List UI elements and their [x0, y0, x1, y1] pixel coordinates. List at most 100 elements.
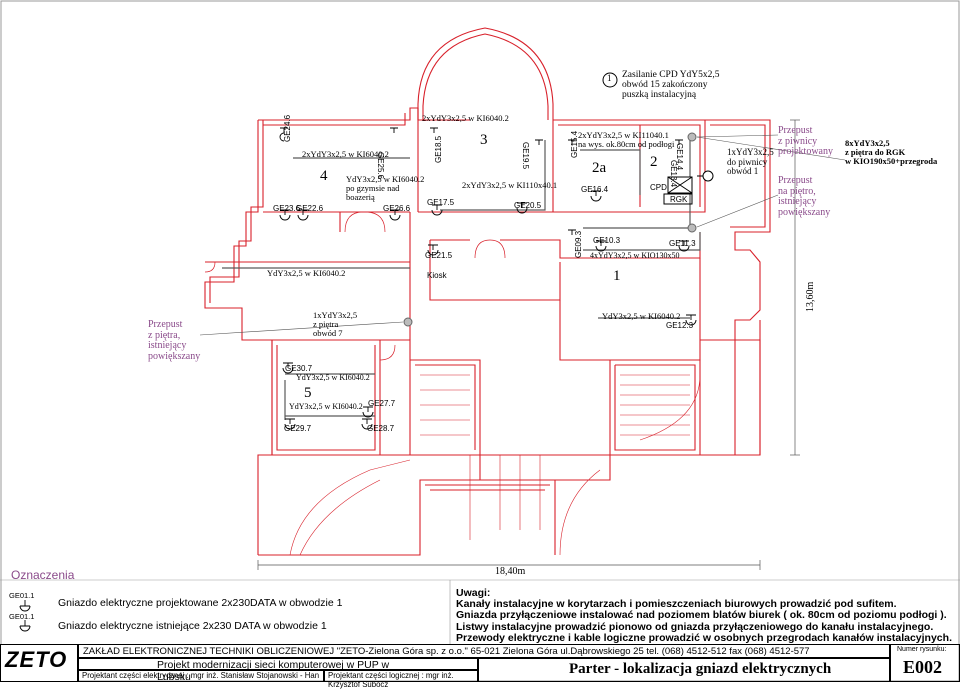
riser-note-3: w KIO190x50+przegroda [845, 156, 938, 166]
pass-note-from-upstairs: Przepust z piętra, istniejący powiększan… [148, 319, 201, 362]
company-info: ZAKŁAD ELEKTRONICZNEJ TECHNIKI OBLICZENI… [83, 646, 810, 657]
cable-label-7: YdY3x2,5 w KI6040.2 [267, 268, 346, 278]
pass-through-top [687, 132, 697, 142]
room-1: 1 [613, 268, 621, 284]
outlet-symbols [19, 127, 697, 632]
note-1: Kanały instalacyjne w korytarzach i pomi… [456, 598, 897, 611]
outlet-label: GE24.6 [283, 114, 292, 142]
callout-text: Zasilanie CPD YdY5x2,5 obwód 15 zakończo… [622, 70, 720, 100]
cable-label-12-line1: 1xYdY3x2,5 [727, 147, 774, 157]
cable-label-3-line1: YdY3x2,5 w KI6040.2 [346, 174, 425, 184]
project-row: Projekt modernizacji sieci komputerowej … [78, 658, 478, 683]
cable-label-4: 2xYdY3x2,5 w KI110x40.1 [462, 180, 558, 190]
legend-title: Oznaczenia [11, 568, 75, 582]
outlet-label: GE16.4 [581, 185, 609, 194]
company-row: ZAKŁAD ELEKTRONICZNEJ TECHNIKI OBLICZENI… [78, 644, 890, 658]
pass-note-basement-1: Przepust [778, 125, 813, 136]
note-3: Listwy instalacyjne prowadzić pionowo od… [456, 620, 934, 633]
walls [204, 27, 771, 556]
outlet-label: GE22.6 [296, 204, 324, 213]
drawing-number-label: Numer rysunku: [897, 646, 947, 653]
cable-label-9-line2: z piętra [313, 319, 339, 329]
project-name: Projekt modernizacji sieci komputerowej … [157, 659, 390, 683]
cable-label-8: YdY3x2,5 w KI6040.2 [602, 311, 681, 321]
pass-note-basement-3: projektowany [778, 146, 833, 157]
pass-note-from-upstairs-4: powiększany [148, 350, 201, 362]
pass-note-upstairs-1: Przepust [778, 175, 813, 186]
legend-symbol-1: GE01.1 [9, 591, 35, 600]
cable-label-11: YdY3x2,5 w KI6040.2 [289, 402, 363, 411]
notes-title: Uwagi: [456, 587, 491, 599]
ref-circle [702, 170, 714, 182]
outlet-label: GE26.6 [383, 204, 411, 213]
outlet-label: GE15.4 [570, 130, 579, 158]
cable-label-3-line3: boazerią [346, 192, 375, 202]
note-4: Przewody elektryczne i kable logiczne pr… [456, 631, 952, 644]
pass-note-upstairs-4: powiększany [778, 206, 831, 218]
outlet-label: GE20.5 [514, 201, 542, 210]
outlet-label: GE30.7 [285, 364, 313, 373]
room-kiosk: Kiosk [427, 271, 447, 280]
notes: Uwagi: Kanały instalacyjne w korytarzach… [456, 587, 952, 644]
pass-through-left [403, 317, 413, 327]
pass-note-upstairs: Przepust na piętro, istniejący powiększa… [778, 175, 831, 218]
outlet-label: GE23.6 [273, 204, 301, 213]
outlet-label: GE09.3 [574, 230, 583, 258]
pass-note-upstairs-2: na piętro, [778, 185, 816, 197]
outlet-label: GE18.5 [434, 135, 443, 163]
legend-text-1: Gniazdo elektryczne projektowane 2x230DA… [58, 597, 343, 609]
room-4: 4 [320, 168, 328, 184]
label-cpd: CPD [650, 183, 667, 192]
outlet-label: GE28.7 [367, 424, 395, 433]
callout-line1: Zasilanie CPD YdY5x2,5 [622, 70, 720, 80]
outlet-label: GE10.3 [593, 236, 621, 245]
designer-logical-cell: Projektant części logicznej : mgr inż. K… [324, 670, 478, 689]
riser-note-2: z piętra do RGK [845, 147, 906, 157]
cable-label-3: YdY3x2,5 w KI6040.2 po gzymsie nad boaze… [346, 175, 424, 202]
legend-text-2: Gniazdo elektryczne istniejące 2x230 DAT… [58, 620, 327, 632]
logo-box: ZETO [0, 644, 78, 682]
company-logo: ZETO [5, 647, 68, 672]
cable-routes [222, 137, 701, 420]
cable-label-9-line1: 1xYdY3x2,5 [313, 310, 358, 320]
room-2a: 2a [592, 160, 607, 176]
outlet-label: GE12.3 [666, 321, 694, 330]
cable-label-1: 2xYdY3x2,5 w KI6040.2 [422, 113, 509, 123]
callout-number: 1 [607, 73, 612, 83]
cable-label-12: 1xYdY3x2,5 do piwnicy obwód 1 [727, 147, 774, 177]
riser-note-1: 8xYdY3x2,5 [845, 138, 890, 148]
cpd-cross [667, 176, 693, 194]
outlet-label: GE13.4 [669, 160, 678, 188]
outlet-label: GE25.6 [376, 152, 385, 180]
stair-steps [289, 374, 701, 556]
leaders [199, 134, 846, 336]
room-2: 2 [650, 154, 658, 170]
designer-electrical: Projektant części elektrycznej : mgr inż… [82, 671, 320, 680]
cable-label-9: 1xYdY3x2,5 z piętra obwód 7 [313, 311, 357, 338]
cable-label-9-line3: obwód 7 [313, 328, 343, 338]
doors [204, 211, 506, 361]
cable-label-2: 2xYdY3x2,5 w KI6040.2 [302, 149, 389, 159]
sheet-title: Parter - lokalizacja gniazd elektrycznyc… [569, 661, 832, 677]
outlet-label: GE17.5 [427, 198, 455, 207]
room-5: 5 [304, 385, 312, 401]
dimension-height: 13,60m [805, 281, 816, 312]
cable-label-12-line2: do piwnicy [727, 156, 768, 167]
dimension-width: 18,40m [495, 566, 526, 577]
cable-label-12-line3: obwód 1 [727, 166, 759, 176]
drawing-number: E002 [903, 657, 943, 677]
room-3: 3 [480, 132, 488, 148]
cable-label-5-line2: na wys. ok.80cm od podłogi [578, 139, 675, 149]
callout-line2: obwód 15 zakończony [622, 80, 708, 90]
outlet-label: GE29.7 [284, 424, 312, 433]
legend-symbol-2: GE01.1 [9, 612, 35, 621]
pass-note-basement-2: z piwnicy [778, 135, 818, 147]
designer-electrical-cell: Projektant części elektrycznej : mgr inż… [78, 670, 324, 682]
riser-note: 8xYdY3x2,5 z piętra do RGK w KIO190x50+p… [845, 139, 937, 166]
pass-note-from-upstairs-1: Przepust [148, 319, 183, 330]
cable-label-3-line2: po gzymsie nad [346, 183, 400, 193]
rgk-box [663, 193, 693, 205]
drawing-number-cell: Numer rysunku: E002 [890, 644, 960, 682]
dimension-lines [257, 119, 800, 570]
